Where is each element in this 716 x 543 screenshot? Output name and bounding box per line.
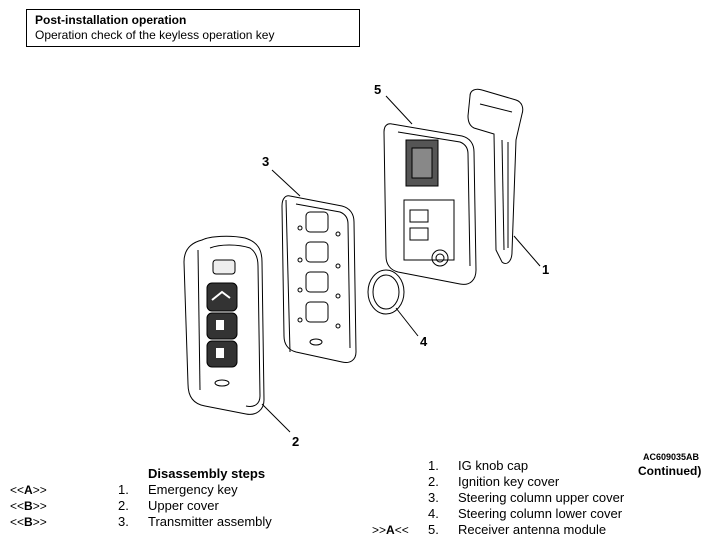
continued-label: Continued) xyxy=(638,464,702,478)
callout-2: 2 xyxy=(292,434,300,449)
emergency-key-drawing xyxy=(467,88,524,265)
callout-3: 3 xyxy=(262,154,270,169)
ref-label: <<B>> xyxy=(10,515,47,529)
step-number: 2. xyxy=(118,498,129,513)
step-label: Upper cover xyxy=(148,498,219,513)
leader-1 xyxy=(513,235,541,267)
upper-cover-drawing xyxy=(183,235,265,415)
step-label: Transmitter assembly xyxy=(148,514,272,529)
ref-label: >>A<< xyxy=(372,523,409,537)
figure-code: AC609035AB xyxy=(643,452,700,462)
step-number: 1. xyxy=(428,458,439,473)
exploded-view-illustration xyxy=(183,88,541,433)
note-subtitle: Operation check of the keyless operation… xyxy=(35,28,275,42)
battery-drawing xyxy=(367,269,405,315)
step-number: 3. xyxy=(118,514,129,529)
step-number: 1. xyxy=(118,482,129,497)
step-number: 5. xyxy=(428,522,439,537)
step-number: 4. xyxy=(428,506,439,521)
leader-4 xyxy=(395,307,419,337)
callout-5: 5 xyxy=(374,82,382,97)
callout-1: 1 xyxy=(542,262,550,277)
case-drawing xyxy=(383,123,477,285)
step-label: Receiver antenna module xyxy=(458,522,607,537)
leader-2 xyxy=(261,403,291,433)
ref-label: <<B>> xyxy=(10,499,47,513)
ref-label: <<A>> xyxy=(10,483,47,497)
step-label: Emergency key xyxy=(148,482,238,497)
note-title: Post-installation operation xyxy=(35,13,187,27)
step-number: 3. xyxy=(428,490,439,505)
step-number: 2. xyxy=(428,474,439,489)
note-box: Post-installation operation Operation ch… xyxy=(26,9,360,47)
leader-3 xyxy=(271,169,301,197)
transmitter-assembly-drawing xyxy=(281,195,357,363)
callout-4: 4 xyxy=(420,334,428,349)
step-label: Steering column lower cover xyxy=(458,506,623,521)
step-label: Ignition key cover xyxy=(458,474,560,489)
disassembly-heading: Disassembly steps xyxy=(148,466,266,481)
leader-5 xyxy=(385,95,413,125)
step-label: IG knob cap xyxy=(458,458,529,473)
step-label: Steering column upper cover xyxy=(458,490,625,505)
